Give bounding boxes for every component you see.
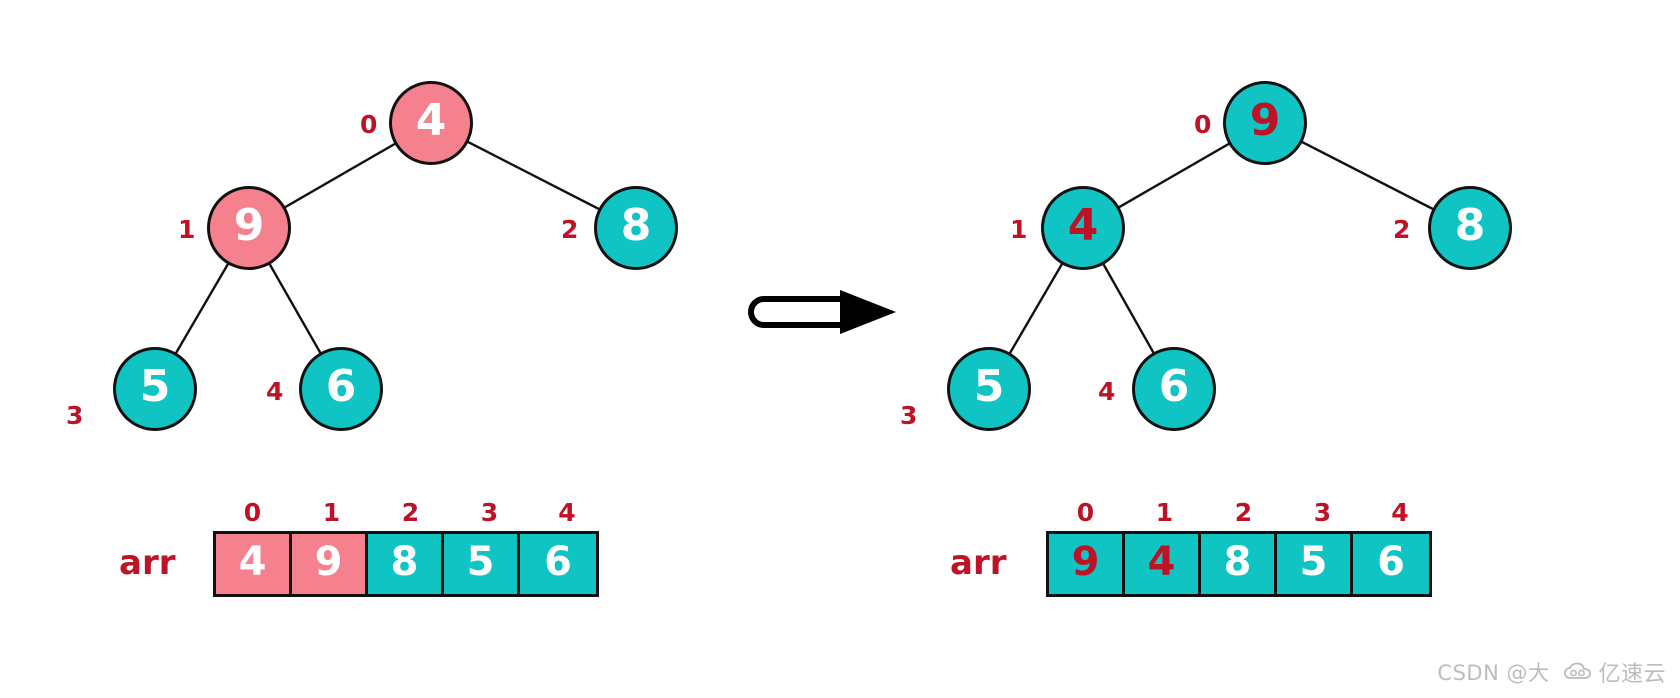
array-cell-value: 5 xyxy=(1299,539,1328,585)
watermark-brand-text: 亿速云 xyxy=(1598,662,1666,687)
tree-node-right-4[interactable]: 6 xyxy=(1132,347,1216,431)
tree-index-label-left-4: 4 xyxy=(266,377,284,406)
tree-index-label-left-0: 0 xyxy=(360,110,378,139)
array-cell-0[interactable]: 4 xyxy=(216,534,292,594)
array-cell-value: 4 xyxy=(238,539,267,585)
array-index-0: 0 xyxy=(1076,498,1095,527)
tree-node-value: 6 xyxy=(325,361,357,412)
array-index-1: 1 xyxy=(322,498,341,527)
array-cell-value: 9 xyxy=(1071,539,1100,585)
array-name-label: arr xyxy=(119,543,176,583)
tree-node-value: 9 xyxy=(233,200,265,251)
array-index-3: 3 xyxy=(480,498,499,527)
array-index-2: 2 xyxy=(401,498,420,527)
watermark-csdn-text: CSDN @大 xyxy=(1437,661,1550,685)
array-index-1: 1 xyxy=(1155,498,1174,527)
tree-index-label-right-4: 4 xyxy=(1098,377,1116,406)
array-cell-1[interactable]: 9 xyxy=(292,534,368,594)
array-index-2: 2 xyxy=(1234,498,1253,527)
tree-index-label-right-1: 1 xyxy=(1010,215,1028,244)
array-cells-left: 4 9 8 5 6 xyxy=(213,531,599,597)
array-cell-value: 4 xyxy=(1147,539,1176,585)
array-cell-4[interactable]: 6 xyxy=(1353,534,1429,594)
array-cell-value: 8 xyxy=(1223,539,1252,585)
tree-node-value: 6 xyxy=(1158,361,1190,412)
tree-index-label-left-2: 2 xyxy=(561,215,579,244)
tree-node-left-3[interactable]: 5 xyxy=(113,347,197,431)
array-cell-value: 9 xyxy=(314,539,343,585)
tree-node-left-4[interactable]: 6 xyxy=(299,347,383,431)
array-cell-3[interactable]: 5 xyxy=(444,534,520,594)
array-cells-right: 9 4 8 5 6 xyxy=(1046,531,1432,597)
array-cell-value: 6 xyxy=(544,539,572,585)
array-name-label: arr xyxy=(950,543,1007,583)
tree-node-right-3[interactable]: 5 xyxy=(947,347,1031,431)
array-index-4: 4 xyxy=(1391,498,1409,527)
before-swap-panel: 4 0 9 1 8 2 5 3 6 4 arr 0 1 2 xyxy=(0,0,760,698)
array-cell-4[interactable]: 6 xyxy=(520,534,596,594)
after-swap-panel: 9 0 4 1 8 2 5 3 6 4 arr 0 1 2 xyxy=(840,0,1600,698)
tree-node-value: 8 xyxy=(620,200,652,251)
array-index-3: 3 xyxy=(1313,498,1332,527)
array-cell-3[interactable]: 5 xyxy=(1277,534,1353,594)
tree-node-value: 5 xyxy=(973,361,1005,412)
thick-right-arrow-icon xyxy=(748,290,896,334)
array-cell-2[interactable]: 8 xyxy=(1201,534,1277,594)
tree-node-left-0[interactable]: 4 xyxy=(389,81,473,165)
array-cell-value: 8 xyxy=(390,539,419,585)
tree-node-left-1[interactable]: 9 xyxy=(207,186,291,270)
tree-index-label-right-3: 3 xyxy=(900,401,918,430)
tree-index-label-left-3: 3 xyxy=(66,401,84,430)
array-cell-1[interactable]: 4 xyxy=(1125,534,1201,594)
tree-node-value: 8 xyxy=(1454,200,1486,251)
array-cell-0[interactable]: 9 xyxy=(1049,534,1125,594)
tree-index-label-left-1: 1 xyxy=(178,215,196,244)
tree-node-value: 9 xyxy=(1249,95,1281,146)
tree-node-value: 4 xyxy=(1067,200,1099,251)
tree-node-right-2[interactable]: 8 xyxy=(1428,186,1512,270)
watermark-brand: 亿速云 xyxy=(1563,656,1666,688)
array-cell-2[interactable]: 8 xyxy=(368,534,444,594)
array-cell-value: 6 xyxy=(1377,539,1405,585)
watermark: CSDN @大 亿速云 xyxy=(1437,656,1666,688)
tree-node-value: 4 xyxy=(415,95,447,146)
array-index-4: 4 xyxy=(558,498,576,527)
array-index-0: 0 xyxy=(243,498,262,527)
tree-node-right-1[interactable]: 4 xyxy=(1041,186,1125,270)
tree-index-label-right-2: 2 xyxy=(1393,215,1411,244)
array-index-row-right: 0 1 2 3 4 xyxy=(1046,500,1438,525)
cloud-icon xyxy=(1564,662,1592,679)
array-index-row-left: 0 1 2 3 4 xyxy=(213,500,605,525)
tree-node-value: 5 xyxy=(139,361,171,412)
array-cell-value: 5 xyxy=(466,539,495,585)
tree-index-label-right-0: 0 xyxy=(1194,110,1212,139)
tree-node-right-0[interactable]: 9 xyxy=(1223,81,1307,165)
tree-node-left-2[interactable]: 8 xyxy=(594,186,678,270)
